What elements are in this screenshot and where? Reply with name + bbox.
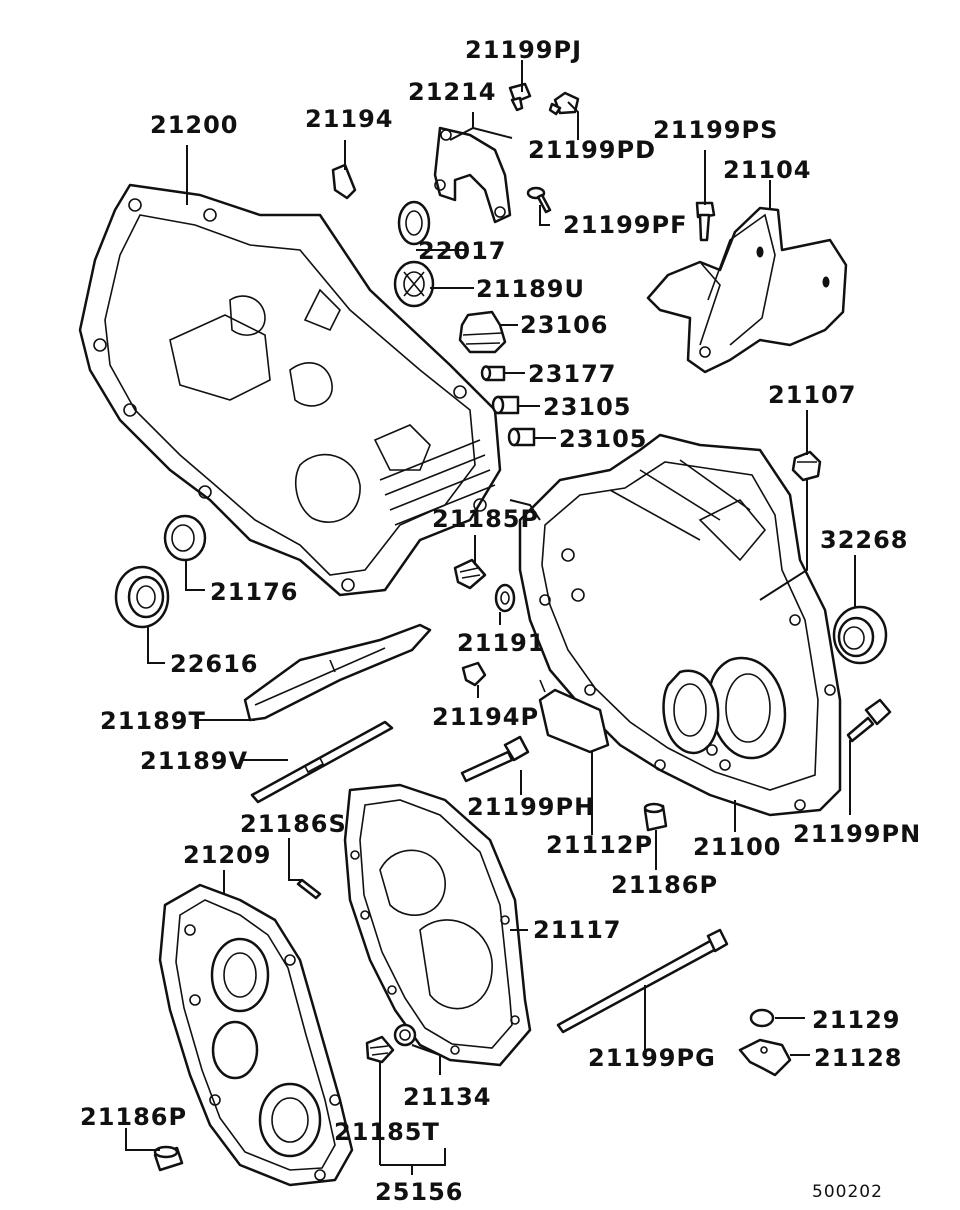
leader-lines xyxy=(125,60,856,1175)
screw-21199PF xyxy=(526,186,552,214)
label-21104: 21104 xyxy=(723,156,812,184)
label-32268: 32268 xyxy=(820,526,909,554)
label-21199PG: 21199PG xyxy=(588,1044,716,1072)
bracket-21128 xyxy=(738,1038,792,1077)
boot-21189U xyxy=(393,260,435,308)
label-23106: 23106 xyxy=(520,311,609,339)
bolt-21199PH xyxy=(460,735,530,783)
label-21176: 21176 xyxy=(210,578,299,606)
clip-21194P xyxy=(461,661,487,687)
label-23105-b: 23105 xyxy=(559,425,648,453)
boot-23106 xyxy=(458,310,507,354)
bushing-23177 xyxy=(480,365,506,382)
label-21194P: 21194P xyxy=(432,703,539,731)
label-21209: 21209 xyxy=(183,841,272,869)
seal-22017 xyxy=(397,200,431,246)
bolt-21199PG xyxy=(556,928,729,1034)
label-21185T: 21185T xyxy=(334,1118,440,1146)
dowel-21186P-left xyxy=(153,1145,184,1172)
label-21199PH: 21199PH xyxy=(467,793,595,821)
diagram-code: 500202 xyxy=(812,1182,883,1202)
label-21199PS: 21199PS xyxy=(653,116,778,144)
label-21129: 21129 xyxy=(812,1006,901,1034)
gasket-21117 xyxy=(343,783,532,1067)
part-labels: 21199PJ 21214 21199PD 21200 21194 21199P… xyxy=(80,36,921,1206)
label-21128: 21128 xyxy=(814,1044,903,1072)
label-21134: 21134 xyxy=(403,1083,492,1111)
label-23105-a: 23105 xyxy=(543,393,632,421)
label-21186P-left: 21186P xyxy=(80,1103,187,1131)
gasket-21191 xyxy=(494,583,516,613)
label-21199PJ: 21199PJ xyxy=(465,36,582,64)
rod-21189V xyxy=(250,720,394,804)
gasket-21134 xyxy=(393,1023,417,1047)
mount-bracket-21104 xyxy=(646,206,848,374)
clip-21194 xyxy=(331,163,357,200)
dowel-21186P-right xyxy=(643,802,668,832)
drain-plug-21185P xyxy=(453,558,487,590)
case-cover-21209 xyxy=(158,883,354,1187)
label-21100: 21100 xyxy=(693,833,782,861)
label-21214: 21214 xyxy=(408,78,497,106)
label-21185P: 21185P xyxy=(432,505,539,533)
label-21189V: 21189V xyxy=(140,747,248,775)
label-25156: 25156 xyxy=(375,1178,464,1206)
pin-21186S xyxy=(296,878,322,900)
bolt-21199PS xyxy=(695,201,716,242)
label-21189U: 21189U xyxy=(476,275,585,303)
guide-21189T xyxy=(243,623,432,722)
label-21186P-right: 21186P xyxy=(611,871,718,899)
label-22616: 22616 xyxy=(170,650,259,678)
oil-seal-32268 xyxy=(832,605,888,665)
label-21189T: 21189T xyxy=(100,707,206,735)
label-21199PF: 21199PF xyxy=(563,211,687,239)
label-23177: 23177 xyxy=(528,360,617,388)
label-21199PD: 21199PD xyxy=(528,136,656,164)
oil-seal-21176 xyxy=(163,514,207,562)
label-21107: 21107 xyxy=(768,381,857,409)
label-21191: 21191 xyxy=(457,629,546,657)
label-21200: 21200 xyxy=(150,111,239,139)
bolt-21199PD xyxy=(548,91,580,116)
plug-21107 xyxy=(791,450,822,482)
label-21186S: 21186S xyxy=(240,810,347,838)
plug-21129 xyxy=(749,1008,775,1028)
plug-21185T xyxy=(365,1035,395,1064)
clutch-housing-21100 xyxy=(518,433,842,817)
label-21194: 21194 xyxy=(305,105,394,133)
bushing-23105-a xyxy=(491,395,520,415)
label-21112P: 21112P xyxy=(546,831,653,859)
transaxle-case-21200 xyxy=(78,183,502,597)
oil-seal-22616 xyxy=(114,565,170,629)
label-21117: 21117 xyxy=(533,916,622,944)
cover-21112P xyxy=(538,679,610,754)
bushing-23105-b xyxy=(507,427,536,447)
label-22017: 22017 xyxy=(418,237,507,265)
bolt-21199PJ xyxy=(508,82,532,112)
bracket-21214 xyxy=(433,126,512,224)
bolt-21199PN xyxy=(846,698,892,743)
label-21199PN: 21199PN xyxy=(793,820,921,848)
